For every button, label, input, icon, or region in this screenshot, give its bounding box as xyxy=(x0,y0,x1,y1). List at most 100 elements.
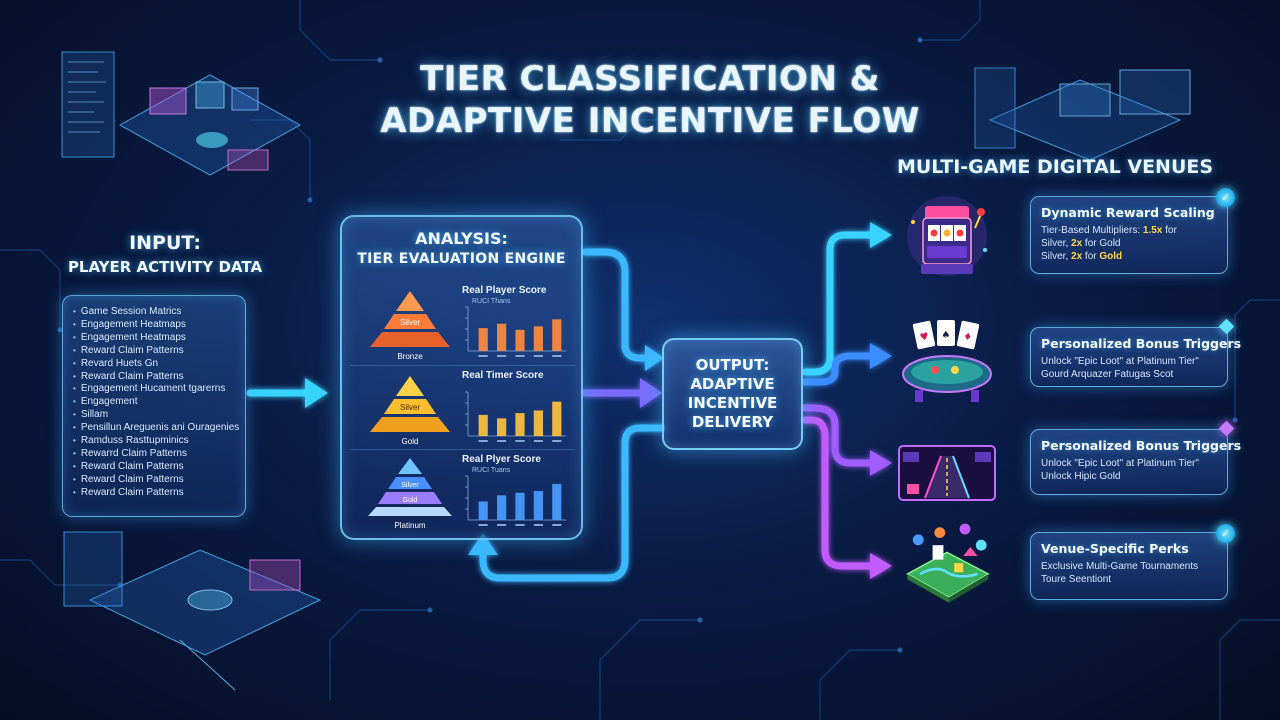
input-data-item: Engagement Heatmaps xyxy=(73,319,237,332)
pyramid-gold-icon: Silver Gold xyxy=(370,376,450,446)
score-label-1: Real Player Score xyxy=(462,285,547,296)
score-chart-1 xyxy=(465,306,566,357)
score-chart-3 xyxy=(465,475,566,526)
score-label-2: Real Timer Score xyxy=(462,370,544,381)
output-line-3: INCENTIVE xyxy=(687,394,778,412)
input-data-item: Reward Claim Patterns xyxy=(73,345,237,358)
card-2-line-1: Unlock "Epic Loot" at Platinum Tier" xyxy=(1041,356,1199,367)
page-title: TIER CLASSIFICATION & ADAPTIVE INCENTIVE… xyxy=(290,58,1010,142)
chart-bar xyxy=(515,492,525,520)
card-1-line-3-highlight-2: Gold xyxy=(1099,251,1123,262)
input-data-item: Reward Claim Patterns xyxy=(73,461,237,474)
chart-x-tick-label xyxy=(552,524,562,526)
score-sub-3: RUCI Tuans xyxy=(472,467,511,474)
input-data-list: Game Session MatricsEngagement HeatmapsE… xyxy=(73,306,239,500)
input-heading-label: INPUT: xyxy=(129,232,201,254)
chart-bar xyxy=(497,418,507,436)
chart-bar xyxy=(478,328,488,351)
card-1-line-3-mid: for xyxy=(1082,251,1100,262)
chart-x-tick-label xyxy=(533,355,543,357)
card-1-line-2: Silver, 2x for Gold xyxy=(1041,237,1217,250)
svg-text:♦: ♦ xyxy=(962,331,973,344)
pyramid-platinum-mid-label: Gold xyxy=(403,497,418,504)
chart-x-tick-label xyxy=(497,440,507,442)
card-3-line-2: Unlock Hipic Gold xyxy=(1041,471,1121,482)
racing-track-icon xyxy=(898,445,996,501)
card-1-line-1-suffix: for xyxy=(1162,225,1177,236)
input-heading: INPUT: PLAYER ACTIVITY DATA xyxy=(40,232,290,276)
card-3-line-1: Unlock "Epic Loot" at Platinum Tier" xyxy=(1041,458,1199,469)
output-line-4: DELIVERY xyxy=(691,413,774,431)
card-1-line-3-highlight-1: 2x xyxy=(1071,251,1083,262)
card-venue-specific-perks: Venue-Specific Perks Exclusive Multi-Gam… xyxy=(1030,524,1235,600)
card-personalized-bonus-triggers-1: Personalized Bonus Triggers Unlock "Epic… xyxy=(1030,318,1242,387)
analysis-subheading: TIER EVALUATION ENGINE xyxy=(357,251,566,267)
chart-x-tick-label xyxy=(515,355,525,357)
card-1-line-1: Tier-Based Multipliers: 1.5x for xyxy=(1041,224,1217,237)
input-data-item: Reward Claim Patterns xyxy=(73,487,237,500)
chart-x-tick-label xyxy=(497,524,507,526)
analysis-panel: ANALYSIS: TIER EVALUATION ENGINE Silver … xyxy=(340,215,583,540)
input-data-item: Pensillun Areguenis ani Ouragenies xyxy=(73,422,239,435)
tier-row-gold: Silver Gold Real Timer Score xyxy=(350,365,575,450)
chart-x-tick-label xyxy=(478,440,488,442)
score-chart-2 xyxy=(465,391,566,442)
input-data-item: Game Session Matrics xyxy=(73,306,237,319)
input-data-item: Revard Huets Gn xyxy=(73,358,237,371)
chart-bar xyxy=(497,495,507,520)
slot-machine-icon xyxy=(907,196,987,276)
card-1-line-3-text: Silver, xyxy=(1041,251,1072,262)
chart-bar xyxy=(515,329,525,351)
isometric-dashboard-top-left xyxy=(61,51,302,176)
check-icon: ✓ xyxy=(1216,188,1235,207)
card-4-title: Venue-Specific Perks xyxy=(1041,541,1189,556)
chart-bar xyxy=(552,319,562,351)
pyramid-platinum-icon: Silver Gold Platinum xyxy=(368,458,452,530)
pyramid-platinum-base-label: Platinum xyxy=(394,521,425,530)
chart-bar xyxy=(533,490,543,520)
card-table-icon: ♥ ♠ ♦ xyxy=(902,320,992,402)
isometric-dashboard-bottom-left xyxy=(63,531,322,691)
output-panel: OUTPUT: ADAPTIVE INCENTIVE DELIVERY xyxy=(662,338,803,450)
chart-bar xyxy=(478,414,488,436)
pyramid-bronze-top-label: Silver xyxy=(400,318,420,327)
svg-text:♥: ♥ xyxy=(919,331,930,344)
chart-x-tick-label xyxy=(515,440,525,442)
pyramid-bronze-base-label: Bronze xyxy=(397,352,423,361)
check-icon: ✓ xyxy=(1216,524,1235,543)
chart-x-tick-label xyxy=(552,355,562,357)
chart-bar xyxy=(533,410,543,436)
input-data-item: Reward Claim Patterns xyxy=(73,371,237,384)
title-line-1: TIER CLASSIFICATION & xyxy=(420,59,880,99)
isometric-dashboard-top-right xyxy=(974,67,1191,161)
venues-heading: MULTI-GAME DIGITAL VENUES xyxy=(896,156,1214,178)
card-3-title: Personalized Bonus Triggers xyxy=(1041,438,1242,453)
chart-x-tick-label xyxy=(552,440,562,442)
card-1-line-1-highlight: 1.5x xyxy=(1142,225,1163,236)
chart-x-tick-label xyxy=(533,440,543,442)
card-2-line-2: Gourd Arquazer Fatugas Scot xyxy=(1041,369,1174,380)
chart-bar xyxy=(533,326,543,351)
card-1-line-3: Silver, 2x for Gold xyxy=(1041,250,1217,263)
pyramid-bronze-icon: Silver Bronze xyxy=(370,291,450,361)
chart-x-tick-label xyxy=(533,524,543,526)
chart-bar xyxy=(515,413,525,436)
card-2-title: Personalized Bonus Triggers xyxy=(1041,336,1242,351)
pyramid-platinum-top-label: Silver xyxy=(401,482,419,489)
card-1-line-2-text: Silver, xyxy=(1041,238,1072,249)
game-board-icon xyxy=(906,523,990,603)
card-4-line-1: Exclusive Multi-Game Tournaments xyxy=(1041,561,1199,572)
analysis-heading-label: ANALYSIS: xyxy=(415,229,508,248)
pyramid-gold-base-label: Gold xyxy=(402,437,419,446)
input-data-item: Sillam xyxy=(73,409,237,422)
card-4-line-2: Toure Seentiont xyxy=(1041,574,1112,585)
card-1-line-2-suffix: for Gold xyxy=(1082,238,1121,249)
chart-x-tick-label xyxy=(497,355,507,357)
card-1-title: Dynamic Reward Scaling xyxy=(1041,205,1215,220)
input-subheading: PLAYER ACTIVITY DATA xyxy=(67,258,263,276)
input-data-panel: Game Session MatricsEngagement HeatmapsE… xyxy=(62,295,246,517)
chart-x-tick-label xyxy=(478,524,488,526)
card-1-line-2-highlight: 2x xyxy=(1071,238,1083,249)
chart-bar xyxy=(497,323,507,351)
